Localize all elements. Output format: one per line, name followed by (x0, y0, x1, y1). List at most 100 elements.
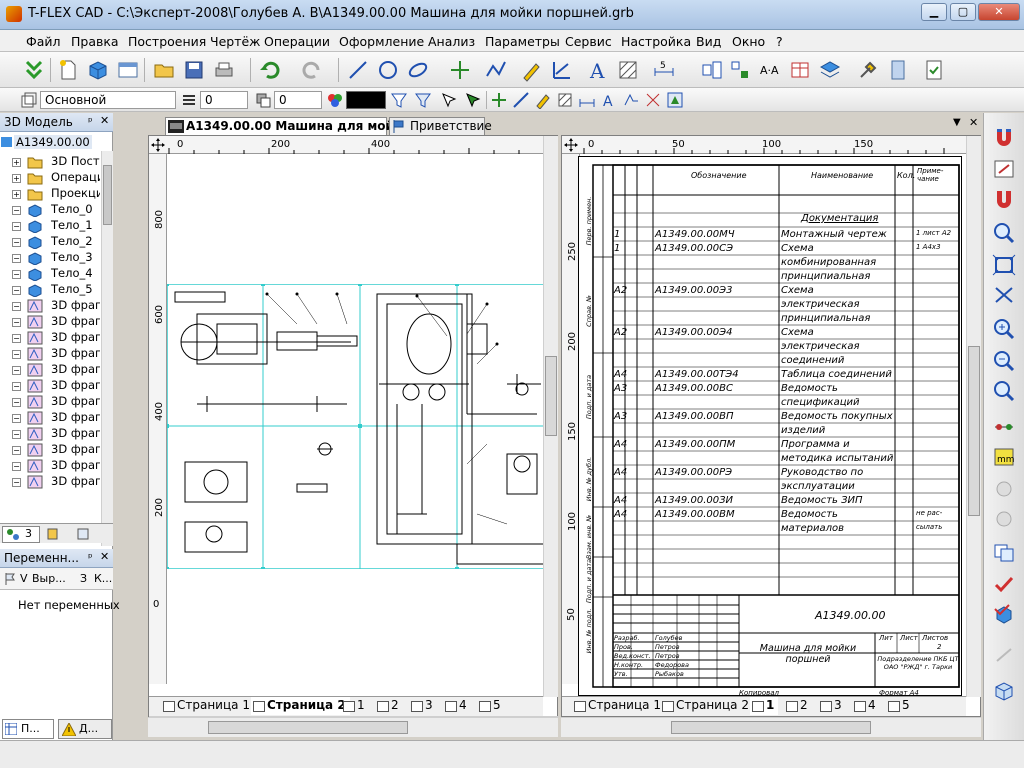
menu-window[interactable]: Окно (732, 34, 766, 49)
menu-service[interactable]: Сервис (565, 34, 612, 49)
tree-expand-icon[interactable]: − (12, 414, 21, 423)
redo-icon[interactable] (300, 58, 324, 82)
print-icon[interactable] (212, 58, 236, 82)
new-3d-model-icon[interactable] (86, 58, 110, 82)
fit-page-icon[interactable] (991, 283, 1017, 307)
snap-text-icon[interactable]: A (600, 91, 618, 109)
table-tool-icon[interactable] (788, 58, 812, 82)
snap-node-icon[interactable] (490, 91, 508, 109)
close-button[interactable]: ✕ (978, 3, 1020, 21)
tree-expand-icon[interactable]: − (12, 462, 21, 471)
tree-expand-icon[interactable]: − (12, 334, 21, 343)
panel-close-icon[interactable]: ✕ (100, 114, 110, 127)
tree-expand-icon[interactable]: + (12, 158, 21, 167)
layer-select[interactable]: Основной (40, 91, 176, 109)
open-folder-icon[interactable] (152, 58, 176, 82)
confirm-chevrons-icon[interactable] (22, 58, 46, 82)
snap-magnet-2-icon[interactable] (991, 187, 1017, 211)
page-tab[interactable]: 5 (477, 697, 505, 715)
checklist-icon[interactable] (922, 58, 946, 82)
select-node-icon[interactable] (464, 91, 482, 109)
page-tab[interactable]: 3 (818, 697, 846, 715)
menu-drawing[interactable]: Чертёж (210, 34, 261, 49)
zoom-previous-icon[interactable] (991, 379, 1017, 403)
tree-item[interactable]: −3D фрагм (0, 330, 100, 346)
tree-expand-icon[interactable]: − (12, 398, 21, 407)
snap-points-icon[interactable] (991, 415, 1017, 439)
snap-tolerance-icon[interactable] (644, 91, 662, 109)
page-tab[interactable]: Страница 1 (161, 697, 254, 715)
insert-fragment-icon[interactable] (728, 58, 752, 82)
snap-roughness-icon[interactable] (622, 91, 640, 109)
tree-item[interactable]: −3D фрагм (0, 314, 100, 330)
tree-expand-icon[interactable]: + (12, 174, 21, 183)
menu-analysis[interactable]: Анализ (428, 34, 476, 49)
snap-all-icon[interactable] (666, 91, 684, 109)
tree-expand-icon[interactable]: − (12, 206, 21, 215)
snap-edit-icon[interactable] (534, 91, 552, 109)
snap-grid-icon[interactable]: mm (991, 445, 1017, 469)
tab-list-icon[interactable]: ▼ (953, 117, 961, 128)
graph-line-icon[interactable] (550, 58, 574, 82)
tree-item[interactable]: −3D фрагм (0, 378, 100, 394)
level-field[interactable]: 0 (200, 91, 248, 109)
page-tab[interactable]: 2 (784, 697, 812, 715)
circle-tool-icon[interactable] (376, 58, 400, 82)
tree-item[interactable]: −3D фрагм (0, 426, 100, 442)
tree-expand-icon[interactable]: − (12, 366, 21, 375)
left-view-vscroll[interactable] (543, 136, 558, 697)
assembly-tab-icon[interactable] (46, 527, 70, 541)
tree-expand-icon[interactable]: − (12, 350, 21, 359)
page-tab-active[interactable]: Страница 2 (251, 697, 350, 715)
tree-expand-icon[interactable]: − (12, 286, 21, 295)
structure-tab-icon[interactable] (76, 527, 106, 541)
maximize-button[interactable]: ▢ (950, 3, 976, 21)
page-tab[interactable]: 1 (341, 697, 369, 715)
page-tab[interactable]: Страница 2 (660, 697, 753, 715)
pin-icon[interactable]: ᵖ (88, 115, 93, 128)
new-document-icon[interactable] (56, 58, 80, 82)
variables-close-icon[interactable]: ✕ (100, 550, 110, 563)
zoom-in-icon[interactable] (991, 317, 1017, 341)
node-tool-icon[interactable] (448, 58, 472, 82)
tree-expand-icon[interactable]: − (12, 478, 21, 487)
tree-expand-icon[interactable]: − (12, 382, 21, 391)
snap-line-icon[interactable] (512, 91, 530, 109)
left-view-hscroll[interactable] (148, 717, 558, 737)
var-col-v[interactable]: V (20, 572, 28, 585)
right-view-vscroll[interactable] (966, 136, 981, 697)
page-tab[interactable]: 5 (886, 697, 914, 715)
ellipse-tool-icon[interactable] (406, 58, 430, 82)
menu-file[interactable]: Файл (26, 34, 61, 49)
save-icon[interactable] (182, 58, 206, 82)
var-col-value[interactable]: З (80, 572, 88, 585)
menu-help[interactable]: ? (776, 34, 783, 49)
tree-expand-icon[interactable]: + (12, 190, 21, 199)
tab-welcome[interactable]: Приветствие (389, 117, 492, 135)
3d-view-icon[interactable] (991, 679, 1017, 703)
var-col-expression[interactable]: Выр... (32, 572, 66, 585)
text-tool-icon[interactable]: A (586, 58, 610, 82)
tree-item[interactable]: +3D Постр (0, 154, 100, 170)
zoom-window-icon[interactable] (991, 221, 1017, 245)
minimize-button[interactable]: ▁ (921, 3, 947, 21)
windows-icon[interactable] (991, 541, 1017, 565)
page-tab-active[interactable]: 1 (750, 697, 779, 715)
tree-expand-icon[interactable]: − (12, 318, 21, 327)
tree-item[interactable]: −Тело_0 (0, 202, 100, 218)
layers-icon[interactable] (818, 58, 842, 82)
menu-format[interactable]: Оформление (339, 34, 425, 49)
close-document-icon[interactable]: ✕ (969, 116, 979, 129)
polyline-tool-icon[interactable] (484, 58, 508, 82)
page-tab[interactable]: 4 (443, 697, 471, 715)
menu-edit[interactable]: Правка (71, 34, 119, 49)
page-tab[interactable]: Страница 1 (572, 697, 665, 715)
snap-hatch-icon[interactable] (556, 91, 574, 109)
zoom-extents-icon[interactable] (991, 253, 1017, 277)
check-model-icon[interactable] (991, 573, 1017, 597)
right-view-hscroll[interactable] (561, 717, 981, 737)
new-drawing-icon[interactable] (116, 58, 140, 82)
tree-expand-icon[interactable]: − (12, 430, 21, 439)
zoom-out-icon[interactable] (991, 349, 1017, 373)
